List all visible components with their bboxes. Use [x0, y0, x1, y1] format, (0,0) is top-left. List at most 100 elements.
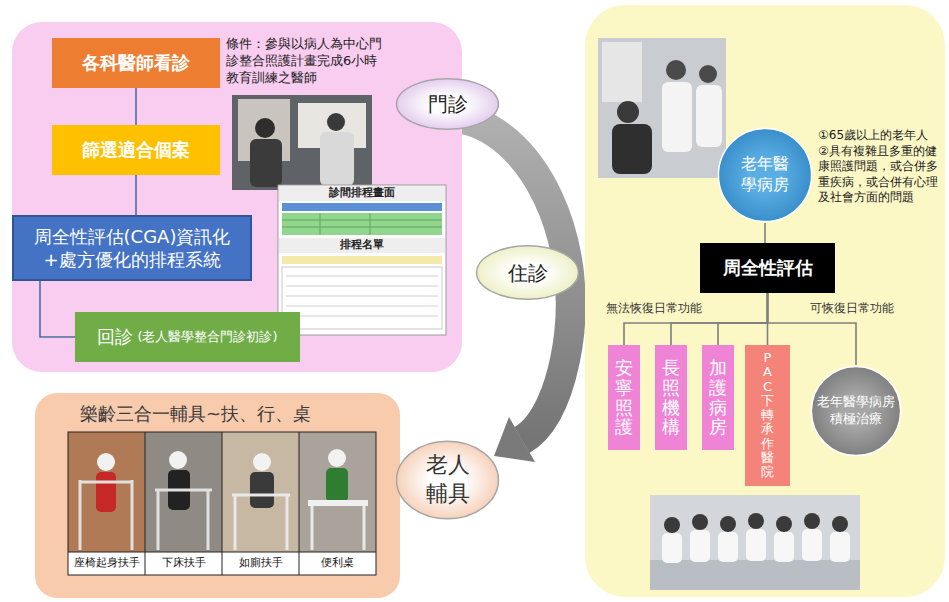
assistive-device-photos-part — [250, 472, 274, 508]
assistive-device-photos-part — [326, 468, 348, 502]
photo-caption-holder: 座椅起身扶手 — [68, 556, 145, 570]
ward-photo-part — [662, 82, 692, 152]
assistive-device-photos-part — [97, 453, 115, 471]
screen-title-holder: 排程名單 — [278, 238, 446, 252]
assistive-device-photos-part — [157, 490, 160, 550]
process-box: 各科醫師看診 — [52, 38, 220, 88]
stage-oval-shape — [477, 246, 579, 299]
connector — [40, 281, 75, 337]
panel-heading: 樂齡三合一輔具~扶、行、桌 — [80, 402, 380, 425]
outcome-box: 安寧照護 — [608, 345, 640, 450]
connector — [764, 223, 766, 243]
assistive-device-photos-part — [96, 472, 116, 512]
team-photo-part — [650, 495, 860, 590]
schedule-screenshot-part — [278, 185, 446, 335]
connector — [671, 293, 768, 345]
team-photo-part — [664, 517, 680, 533]
team-photo-part — [802, 529, 822, 561]
schedule-screenshot-part — [282, 267, 442, 329]
curved-arrow-part — [494, 417, 535, 462]
screen-title: 診間排程畫面 — [278, 186, 446, 200]
branch-label: 可恢復日常功能 — [810, 301, 910, 316]
schedule-screenshot-part — [279, 238, 445, 253]
stage-oval-text: 住診 — [508, 260, 548, 286]
clinic-photo-part — [250, 139, 282, 187]
photo-caption-holder: 如廁扶手 — [222, 556, 299, 570]
assistive-device-photos-part — [207, 490, 210, 550]
photo-caption: 座椅起身扶手 — [68, 556, 145, 570]
team-photo-part — [746, 529, 766, 561]
process-box-text: 各科醫師看診 — [82, 51, 190, 74]
team-photo-part — [804, 513, 820, 529]
photo-caption: 如廁扶手 — [222, 556, 299, 570]
process-box: 篩選適合個案 — [52, 125, 220, 175]
outcome-box-text: 加護病房 — [709, 358, 727, 437]
stage-oval: 老人輔具 — [395, 440, 500, 520]
stage-oval: 住診 — [475, 245, 580, 300]
ward-circle-shape — [718, 128, 811, 221]
team-photo-part — [662, 533, 682, 563]
ward-photo-part — [696, 85, 722, 147]
stage-oval-text: 老人輔具 — [424, 451, 470, 508]
assistive-device-photos-part — [308, 500, 368, 506]
assistive-device-photos-part — [68, 432, 376, 575]
outcome-box: PAC下轉承作醫院 — [745, 345, 790, 486]
schedule-screenshot-part — [282, 256, 442, 264]
assistive-device-photos-part — [328, 449, 346, 467]
panel-heading-block: 樂齡三合一輔具~扶、行、桌 — [80, 402, 380, 425]
schedule-screenshot-part — [286, 296, 438, 297]
process-box: 周全性評估(CGA)資訊化+處方優化的排程系統 — [12, 215, 252, 281]
assistive-device-photos-part — [131, 480, 134, 550]
stage-oval: 門診 — [395, 78, 500, 130]
ward-circle: 老年醫學病房 — [717, 127, 813, 223]
team-photo-part — [748, 513, 764, 529]
branch-label: 無法恢復日常功能 — [606, 301, 716, 316]
outcome-circle-shape — [811, 366, 900, 455]
criteria-note-block: ①65歲以上的老年人②具有複雜且多重的健康照護問題，或合併多重疾病，或合併有心理… — [818, 128, 942, 206]
schedule-screenshot-part — [286, 316, 438, 317]
assistive-device-photos-part — [363, 506, 366, 550]
team-photo-part — [690, 530, 710, 562]
stage-oval-shape — [397, 79, 499, 129]
outcome-box-text: PAC下轉承作醫院 — [761, 351, 774, 480]
schedule-screenshot-part — [286, 286, 438, 287]
assistive-device-photos-part — [234, 495, 237, 550]
outcome-box-text: 長照機構 — [662, 358, 680, 437]
connector — [718, 293, 768, 345]
assistive-device-photos-part — [145, 432, 222, 552]
assessment-box-text: 周全性評估 — [723, 256, 813, 279]
branch-label-holder: 可恢復日常功能 — [810, 301, 910, 316]
schedule-screenshot-part — [282, 213, 442, 235]
ward-photo-part — [699, 65, 717, 83]
assistive-device-photos — [68, 432, 376, 575]
assistive-device-photos-part — [299, 432, 300, 575]
assistive-device-photos-part — [253, 453, 271, 471]
schedule-screenshot-part — [370, 213, 371, 235]
assistive-device-photos-part — [311, 506, 314, 550]
assistive-device-photos-part — [145, 432, 146, 575]
schedule-screenshot — [278, 185, 446, 335]
team-photo-part — [718, 532, 738, 562]
criteria-note: ②具有複雜且多重的健康照護問題，或合併多重疾病，或合併有心理及社會方面的問題 — [818, 144, 942, 206]
connector — [135, 175, 137, 215]
stage-oval-shape — [397, 441, 499, 519]
outcome-box: 長照機構 — [655, 345, 687, 450]
ward-photo-part — [598, 38, 726, 178]
assistive-device-photos-part — [68, 552, 376, 553]
ward-photo-part — [617, 101, 639, 123]
photo-caption-holder: 便利桌 — [299, 556, 376, 570]
schedule-screenshot-part — [282, 220, 442, 221]
assistive-device-photos-part — [80, 481, 132, 484]
assistive-device-photos-part — [79, 480, 82, 550]
schedule-screenshot-part — [282, 227, 442, 228]
ward-photo-part — [612, 124, 652, 174]
clinic-photo-part — [327, 113, 345, 131]
schedule-screenshot-part — [286, 306, 438, 307]
assistive-device-photos-part — [222, 432, 299, 552]
schedule-screenshot-part — [320, 213, 321, 235]
schedule-screenshot-part — [282, 203, 442, 211]
photo-caption: 下床扶手 — [145, 556, 222, 570]
clinic-photo — [232, 95, 372, 190]
ward-circle-text: 老年醫學病房 — [739, 154, 790, 196]
team-photo — [650, 495, 860, 590]
